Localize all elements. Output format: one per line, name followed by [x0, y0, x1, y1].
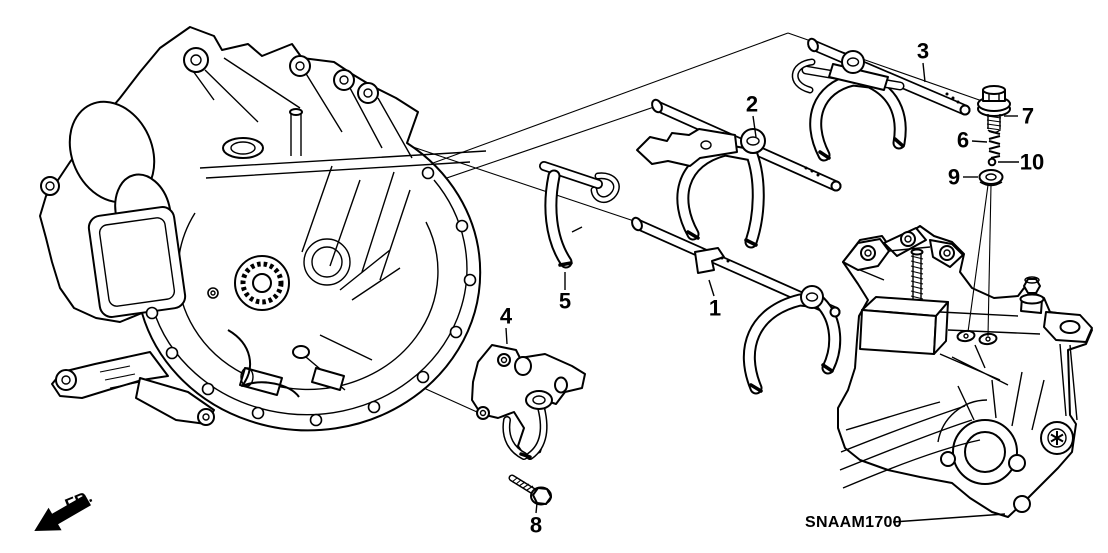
shift-arm-5: [544, 166, 616, 265]
callout-1: 1: [709, 296, 721, 321]
callout-layer: 1 2 3 4 5 6 7 8 9 10: [500, 39, 1044, 538]
callout-3-leader: [922, 62, 926, 83]
clutch-housing: [39, 26, 487, 432]
detent-bolt-7: [977, 85, 1011, 134]
callout-1-leader: [708, 279, 715, 297]
shift-fork-shaft-2: [636, 98, 842, 245]
callout-2-leader: [752, 115, 757, 138]
callout-4: 4: [500, 304, 513, 329]
fr-arrow-icon: [34, 494, 91, 531]
detent-spring-6: [988, 130, 1001, 159]
callout-3: 3: [917, 39, 929, 64]
callout-10: 10: [1020, 150, 1044, 175]
callout-2: 2: [746, 92, 758, 117]
callout-7: 7: [1022, 104, 1034, 129]
fr-direction-marker: FR.: [34, 487, 95, 531]
washer-guide-lines: [967, 184, 992, 337]
shift-bracket-4: [471, 344, 586, 458]
detent-ball-10: [987, 157, 997, 167]
shift-fork-shaft-1: [631, 216, 839, 391]
callout-4-leader: [505, 327, 508, 345]
callout-8-leader: [535, 502, 538, 514]
flange-bolt-holes: [145, 166, 477, 427]
callout-5: 5: [559, 289, 571, 314]
shift-fork-shaft-3: [795, 37, 971, 158]
washer-9: [978, 169, 1004, 187]
diagram-code: SNAAM1700: [805, 514, 902, 531]
transmission-case: [837, 225, 1093, 518]
callout-8: 8: [530, 513, 542, 538]
callout-6-leader: [971, 140, 988, 143]
fr-label: FR.: [62, 487, 95, 515]
diagram-code-leader: [892, 513, 1006, 523]
callout-9: 9: [948, 165, 960, 190]
bolt-8: [512, 478, 552, 506]
callout-6: 6: [957, 128, 969, 153]
